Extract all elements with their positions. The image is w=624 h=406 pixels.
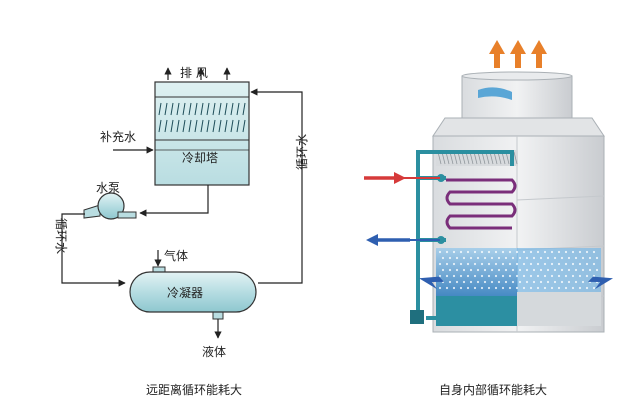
tower-label: 冷却塔 bbox=[182, 151, 218, 165]
circ-water-left-label: 循环水 bbox=[54, 218, 68, 254]
circ-water-right-label: 循环水 bbox=[295, 134, 309, 170]
condenser bbox=[129, 266, 257, 320]
right-diagram: 自身内部循环能耗大 bbox=[364, 40, 614, 397]
left-caption: 远距离循环能耗大 bbox=[146, 382, 242, 397]
air-inlet-right-arrow bbox=[588, 276, 614, 290]
exhaust-arrows bbox=[164, 67, 231, 80]
cooling-tower bbox=[154, 81, 250, 186]
tower-fill-media bbox=[158, 102, 246, 133]
hot-air-arrows bbox=[489, 40, 547, 68]
tower-deck bbox=[432, 117, 605, 137]
valve-icon bbox=[437, 236, 445, 244]
air-inlet-left-arrow bbox=[418, 276, 444, 290]
pump-icon bbox=[410, 310, 424, 324]
water-basin bbox=[436, 248, 601, 326]
inlet-arrow bbox=[364, 172, 440, 184]
pump-label: 水泵 bbox=[96, 181, 120, 195]
right-caption: 自身内部循环能耗大 bbox=[439, 382, 547, 397]
pump-icon bbox=[83, 192, 137, 220]
left-diagram: 排 风 冷却塔 补充水 水泵 循环水 循环水 bbox=[54, 66, 309, 397]
cooling-coil bbox=[445, 178, 517, 230]
circulation-piping bbox=[61, 88, 303, 287]
makeup-water-label: 补充水 bbox=[100, 129, 136, 144]
exhaust-label: 排 风 bbox=[180, 66, 208, 80]
fan-stack bbox=[461, 71, 573, 119]
liquid-label: 液体 bbox=[202, 344, 226, 359]
condenser-label: 冷凝器 bbox=[167, 285, 203, 300]
outlet-arrow bbox=[366, 234, 440, 246]
valve-icon bbox=[437, 174, 445, 182]
gas-label: 气体 bbox=[164, 248, 188, 263]
